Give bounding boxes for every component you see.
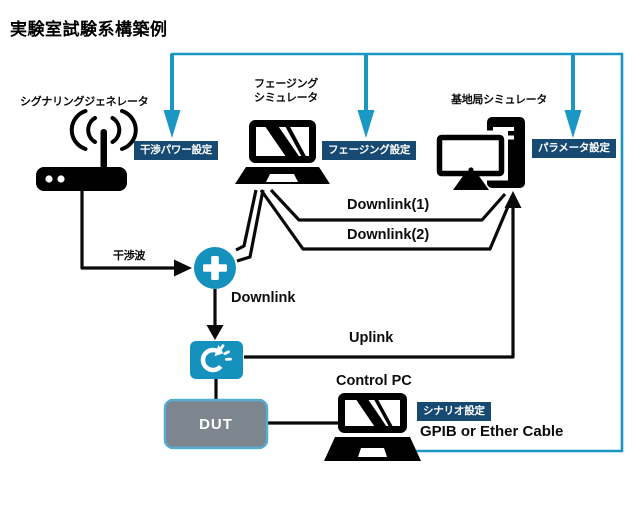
- fading-simulator-label: フェージング シミュレータ: [254, 77, 318, 104]
- dut-box: [163, 398, 269, 450]
- fading-simulator-laptop-icon: [235, 120, 330, 184]
- circular-arrow-splitter-icon: [190, 341, 243, 379]
- uplink-label: Uplink: [349, 330, 394, 346]
- downlink1-label: Downlink(1): [347, 197, 430, 213]
- signal-lines: [80, 188, 515, 425]
- downlink2-label: Downlink(2): [347, 227, 430, 243]
- control-pc-label: Control PC: [336, 373, 412, 389]
- interference-power-setting-badge: 干渉パワー設定: [134, 141, 219, 160]
- control-path-line: [170, 52, 624, 453]
- down-arrow-icon: [564, 110, 582, 138]
- gpib-ether-cable-label: GPIB or Ether Cable: [420, 423, 564, 440]
- down-arrow-icon: [357, 110, 375, 138]
- fading-to-combiner-line-2: [236, 189, 265, 263]
- scenario-setting-badge: シナリオ設定: [417, 402, 491, 421]
- control-path-arrowheads: [163, 110, 582, 138]
- downlink1-line: [269, 188, 507, 222]
- fading-setting-badge: フェージング設定: [322, 141, 417, 160]
- uplink-line: [244, 206, 515, 359]
- downlink2-line: [259, 189, 514, 251]
- parameter-setting-badge: パラメータ設定: [532, 139, 616, 158]
- page-title: 実験室試験系構築例: [10, 20, 168, 40]
- downlink-label: Downlink: [231, 290, 296, 306]
- signal-arrowheads: [174, 191, 522, 340]
- base-station-desktop-pc-icon: [432, 117, 525, 190]
- fading-to-combiner-line-1: [235, 189, 258, 252]
- down-arrow-icon: [206, 325, 224, 340]
- up-arrow-icon: [504, 191, 522, 208]
- interference-wave-line: [80, 189, 174, 270]
- base-station-simulator-label: 基地局シミュレータ: [451, 93, 548, 106]
- right-arrow-icon: [174, 259, 192, 277]
- control-pc-laptop-icon: [324, 393, 421, 461]
- interference-wave-label: 干渉波: [113, 249, 146, 262]
- down-arrow-icon: [163, 110, 181, 138]
- wireless-router-icon: [36, 109, 138, 191]
- signaling-generator-label: シグナリングジェネレータ: [20, 95, 149, 108]
- dut-label: DUT: [199, 415, 233, 433]
- plus-combiner-icon: [194, 247, 236, 289]
